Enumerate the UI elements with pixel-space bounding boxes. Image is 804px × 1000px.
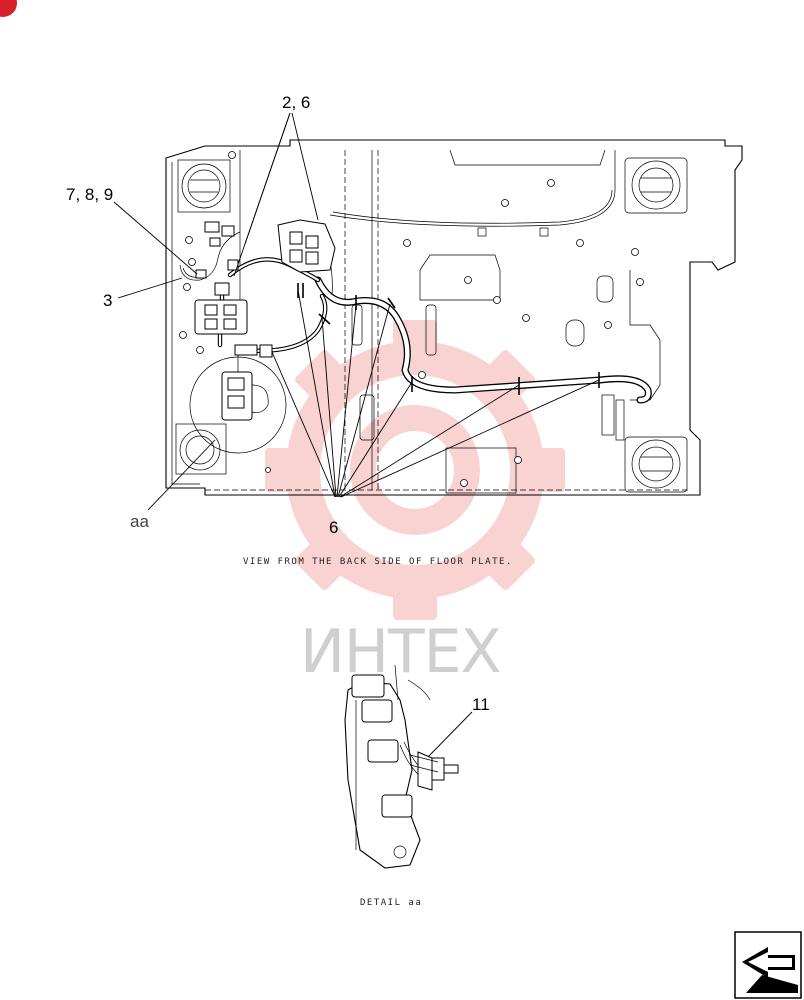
detail-aa-drawing	[344, 664, 459, 869]
main-hose	[314, 276, 652, 404]
detail-aa-circle	[189, 344, 287, 454]
callout-6: 6	[329, 518, 338, 537]
flange-top-right	[624, 157, 688, 214]
flange-bottom-left	[175, 423, 227, 475]
leader-lines	[113, 112, 600, 761]
floor-plate	[165, 139, 743, 496]
flange-top-left	[177, 159, 231, 213]
callout-2-6: 2, 6	[282, 93, 310, 112]
watermark-gear-icon	[265, 320, 565, 620]
callout-aa: aa	[130, 512, 149, 531]
flange-bottom-right	[624, 436, 688, 493]
watermark-text: ИНТЕХ	[300, 617, 501, 687]
arrow-left-icon	[742, 947, 798, 993]
valve-block-middle	[194, 299, 248, 335]
callout-11: 11	[472, 695, 490, 714]
valve-block-upper	[277, 219, 336, 273]
detail-caption: DETAIL aa	[360, 898, 422, 908]
callout-7-8-9: 7, 8, 9	[66, 185, 113, 204]
corner-badge-icon	[0, 0, 17, 17]
nav-arrow-button[interactable]	[734, 931, 802, 999]
main-view-caption: VIEW FROM THE BACK SIDE OF FLOOR PLATE.	[243, 557, 513, 567]
fittings-upper	[195, 221, 239, 296]
callout-3: 3	[103, 291, 112, 310]
